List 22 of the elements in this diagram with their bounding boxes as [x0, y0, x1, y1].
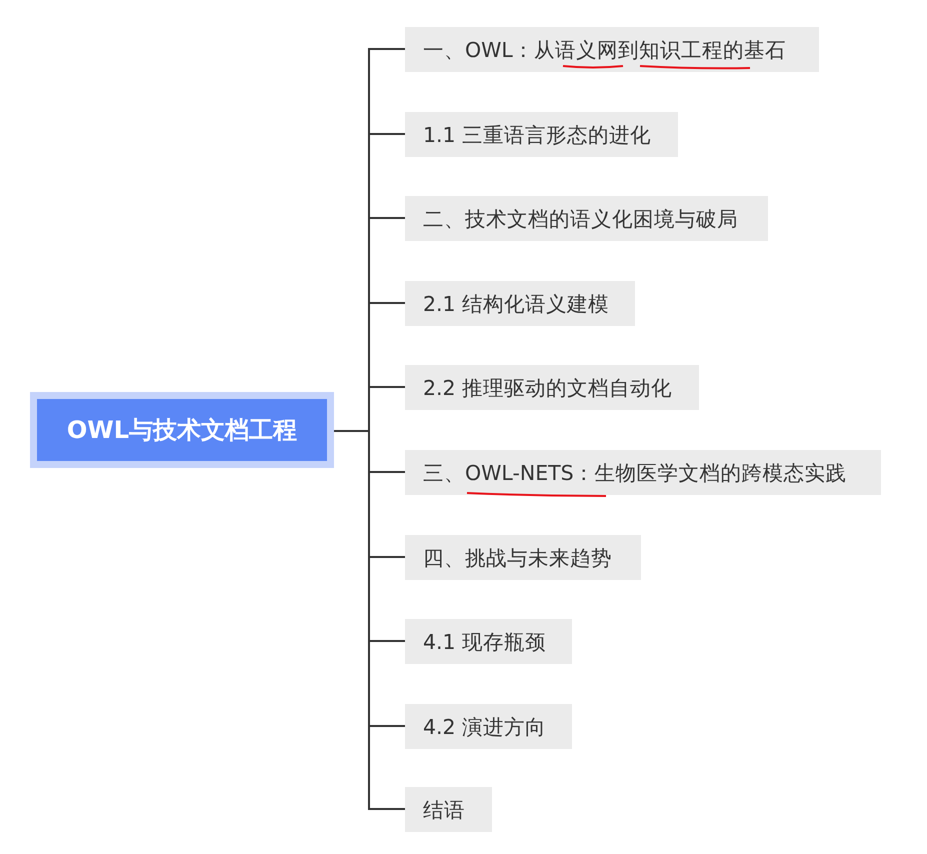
subtopic-box	[405, 450, 881, 495]
subtopic-text: 四、挑战与未来趋势	[423, 544, 612, 572]
subtopic-box	[405, 619, 572, 664]
subtopic-text: 二、技术文档的语义化困境与破局	[423, 206, 738, 232]
subtopic-box	[405, 112, 678, 157]
subtopic-box	[405, 196, 768, 241]
subtopic-box	[405, 787, 492, 832]
topic-text: OWL与技术文档工程	[66, 415, 298, 446]
subtopic-text: 2.1 结构化语义建模	[423, 290, 610, 318]
subtopic-box	[405, 281, 635, 326]
subtopic-text: 4.2 演进方向	[423, 714, 546, 740]
subtopic-text: 三、OWL-NETS：生物医学文档的跨模态实践	[423, 460, 847, 486]
subtopic-box	[405, 365, 699, 410]
subtopic-box	[405, 27, 819, 72]
subtopic-box	[405, 535, 641, 580]
subtopic-text: 1.1 三重语言形态的进化	[423, 122, 652, 148]
subtopic-text: 4.1 现存瓶颈	[423, 628, 546, 656]
subtopic-box	[405, 704, 572, 749]
subtopic-text: 结语	[423, 796, 465, 824]
central-topic	[30, 392, 334, 468]
subtopic-text: 一、OWL：从语义网到知识工程的基石	[423, 36, 786, 64]
subtopic-text: 2.2 推理驱动的文档自动化	[423, 374, 672, 402]
